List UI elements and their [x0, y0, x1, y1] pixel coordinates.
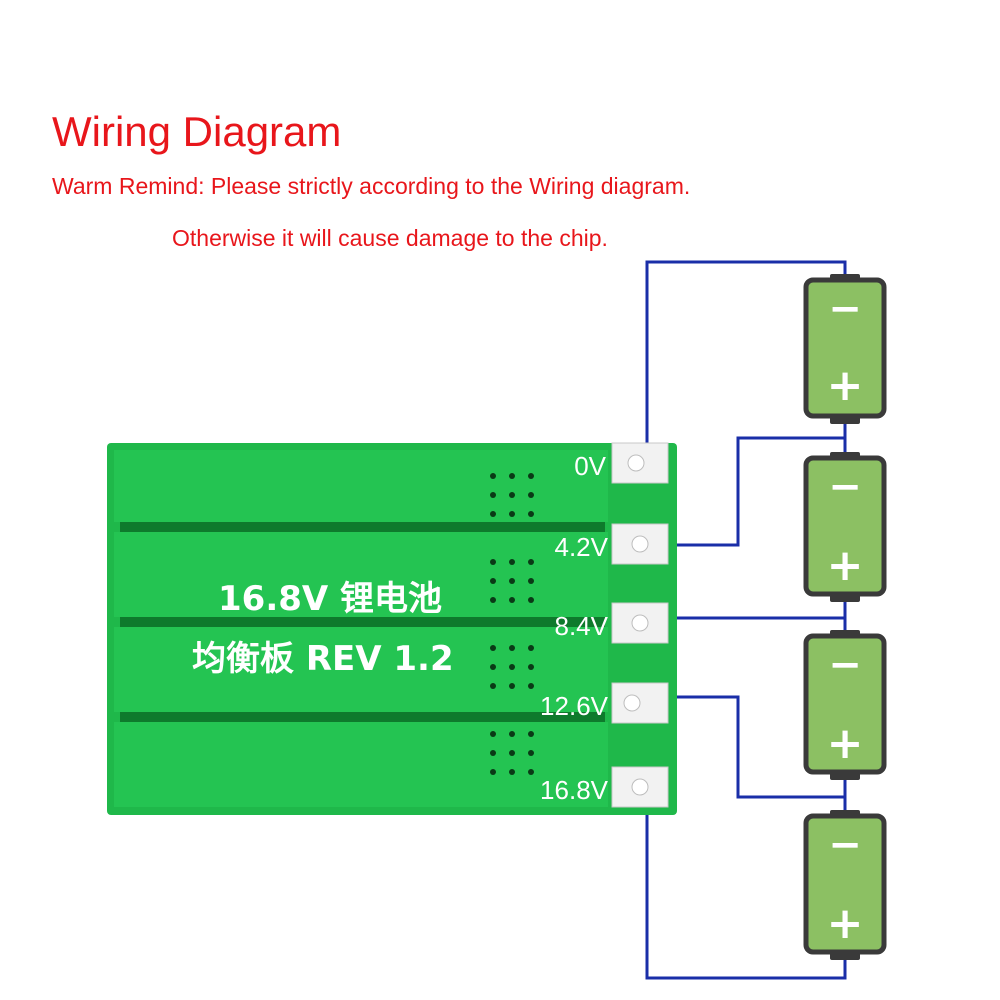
wire-0v: [645, 260, 847, 450]
pcb-trace-gap: [120, 522, 605, 532]
wire-4v2: [668, 436, 845, 547]
battery-3: − +: [803, 630, 887, 780]
battery-1: − +: [803, 274, 887, 424]
battery-minus-icon: −: [828, 464, 862, 510]
battery-minus-icon: −: [828, 642, 862, 688]
battery-plus-icon: +: [827, 360, 864, 411]
pin-pads: [611, 442, 669, 808]
pcb-pad-area: [114, 532, 608, 617]
battery-minus-icon: −: [828, 822, 862, 868]
diagram-title: Wiring Diagram: [52, 108, 342, 155]
battery-2: − +: [803, 452, 887, 602]
board-label-line2: 均衡板 REV 1.2: [192, 639, 454, 679]
pcb-pad-area: [114, 722, 608, 807]
pin-label-12v6: 12.6V: [540, 691, 609, 721]
pcb-pad-area: [114, 450, 608, 522]
battery-plus-icon: +: [827, 540, 864, 591]
battery-plus-icon: +: [827, 898, 864, 949]
pin-label-8v4: 8.4V: [555, 611, 609, 641]
board-label-line1: 16.8V 锂电池: [218, 579, 442, 619]
pcb-pad-area: [114, 627, 608, 712]
battery-minus-icon: −: [828, 286, 862, 332]
battery-4: − +: [803, 810, 887, 960]
wires: [645, 260, 847, 980]
warning-text: Otherwise it will cause damage to the ch…: [172, 225, 608, 251]
pin-label-0v: 0V: [574, 451, 606, 481]
pin-label-16v8: 16.8V: [540, 775, 609, 805]
wire-16v8: [645, 808, 847, 980]
balance-board: 16.8V 锂电池 均衡板 REV 1.2 0V 4.2V 8.4V 12.6V…: [107, 442, 677, 815]
pin-label-4v2: 4.2V: [555, 532, 609, 562]
battery-plus-icon: +: [827, 718, 864, 769]
pcb-trace-gap: [120, 712, 605, 722]
wire-12v6: [668, 695, 845, 799]
via-holes: [490, 473, 534, 775]
pcb-trace-gap: [120, 617, 605, 627]
warm-remind-text: Warm Remind: Please strictly according t…: [52, 173, 691, 199]
